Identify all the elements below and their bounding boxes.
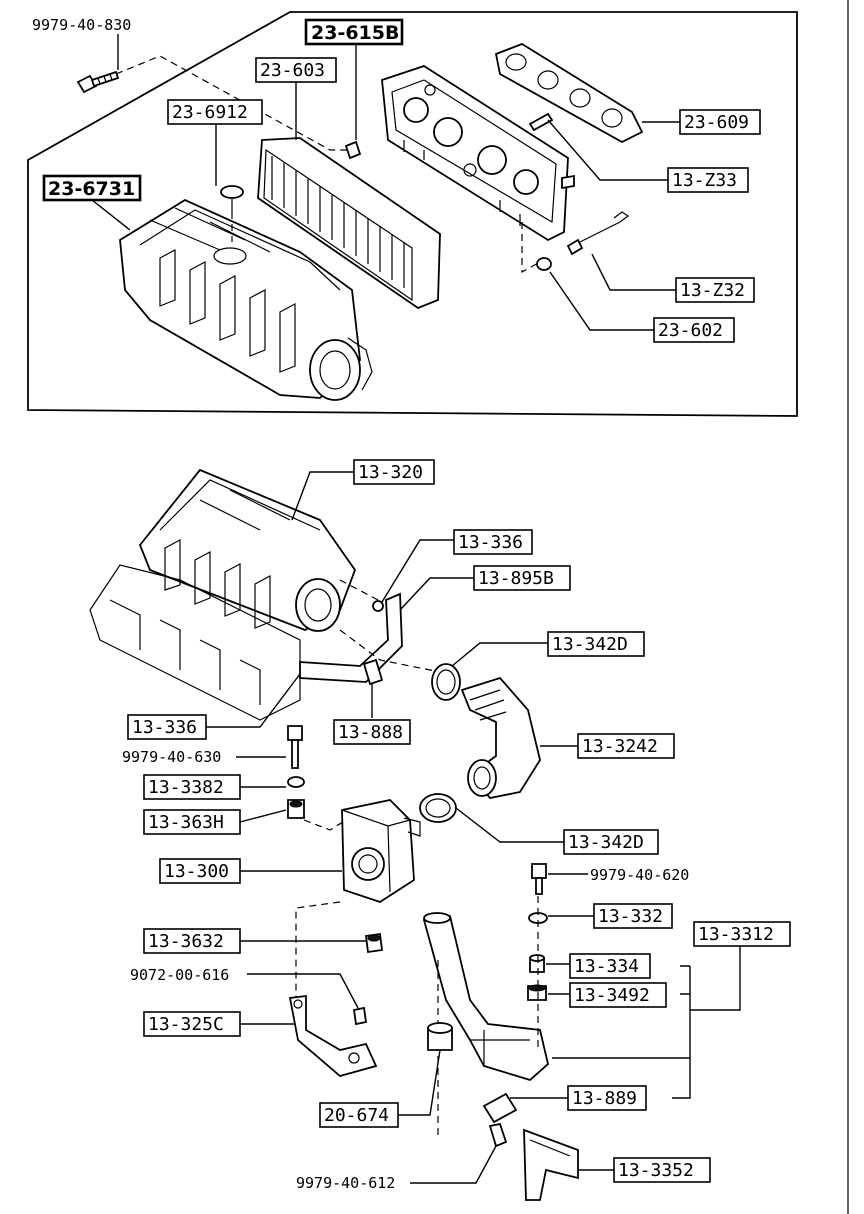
label-23-6731: 23-6731: [48, 178, 135, 200]
label-13-334: 13-334: [574, 956, 639, 977]
label-13-325C: 13-325C: [148, 1014, 224, 1035]
label-23-615B: 23-615B: [311, 22, 399, 44]
air-cleaner-assembly-shape: [138, 468, 357, 632]
label-box-13-3492: [569, 982, 667, 1008]
label-box-13-325C: [143, 1011, 241, 1037]
washer-13-3382-shape: [287, 776, 305, 788]
label-9979-40-612: 9979-40-612: [296, 1174, 395, 1192]
label-23-609: 23-609: [684, 112, 749, 133]
label-box-23-6912: [167, 99, 263, 125]
label-box-13-3382: [143, 774, 241, 800]
air-filter-element-shape: [257, 137, 441, 310]
label-box-23-615B: [304, 18, 404, 46]
label-9072-00-616: 9072-00-616: [130, 966, 229, 984]
grommet-13-3492-shape: [527, 984, 547, 1001]
label-13-Z33: 13-Z33: [672, 170, 737, 191]
label-13-3632: 13-3632: [148, 931, 224, 952]
label-box-13-Z32: [675, 277, 755, 303]
label-13-895B: 13-895B: [478, 568, 554, 589]
label-box-23-6731: [42, 174, 142, 202]
grommet-23-6912-shape: [220, 185, 244, 212]
label-13-342D-bottom: 13-342D: [568, 832, 644, 853]
label-box-13-336-top: [453, 529, 533, 555]
label-box-23-609: [679, 109, 761, 135]
label-13-336-top: 13-336: [458, 532, 523, 553]
screw-13-Z33-shape: [528, 112, 554, 132]
hose-clamp-top-shape: [431, 663, 461, 701]
label-box-13-3352: [613, 1157, 711, 1183]
bolt-9979-40-612-shape: [488, 1122, 508, 1148]
label-box-13-3242: [577, 733, 675, 759]
label-box-13-363H: [143, 809, 241, 835]
label-13-3312: 13-3312: [698, 924, 774, 945]
label-box-13-3632: [143, 928, 241, 954]
washer-23-602-shape: [536, 257, 552, 271]
label-13-Z32: 13-Z32: [680, 280, 745, 301]
label-box-13-300: [159, 858, 241, 884]
label-13-342D-top: 13-342D: [552, 634, 628, 655]
label-23-602: 23-602: [658, 320, 723, 341]
spacer-13-334-shape: [529, 954, 545, 973]
label-13-332: 13-332: [598, 906, 663, 927]
guard-plate-13-3352-shape: [523, 1128, 579, 1201]
label-box-13-342D-top: [547, 631, 645, 657]
label-23-603: 23-603: [260, 60, 325, 81]
air-cleaner-cover-shape: [119, 198, 373, 401]
bolt-9072-00-616-shape: [352, 1006, 368, 1026]
pipe-13-888-shape: [362, 658, 384, 686]
label-box-13-342D-bottom: [563, 829, 659, 855]
label-box-13-336-bottom: [127, 714, 207, 740]
label-13-336-bottom: 13-336: [132, 717, 197, 738]
engine-head-cover-shape: [89, 564, 301, 721]
label-box-13-3312: [693, 921, 791, 947]
clip-13-889-shape: [482, 1092, 518, 1124]
label-13-320: 13-320: [358, 462, 423, 483]
label-13-889: 13-889: [572, 1088, 637, 1109]
hose-clamp-bottom-shape: [419, 793, 457, 823]
bracket-13-325C-shape: [288, 994, 378, 1077]
label-13-3492: 13-3492: [574, 985, 650, 1006]
bolt-9979-40-630-shape: [287, 725, 303, 769]
grommet-13-3632-shape: [364, 932, 384, 954]
label-box-20-674: [319, 1102, 399, 1128]
label-13-3242: 13-3242: [582, 736, 658, 757]
gasket-23-609-shape: [494, 42, 644, 144]
label-13-300: 13-300: [164, 861, 229, 882]
grommet-13-363H-shape: [287, 799, 305, 819]
rubber-mount-20-674-shape: [427, 1022, 453, 1051]
label-box-13-888: [333, 719, 411, 745]
clamp-13-336-top-shape: [372, 600, 384, 612]
resonator-box-shape: [341, 799, 421, 903]
label-20-674: 20-674: [324, 1105, 389, 1126]
clip-23-615B-shape: [344, 140, 362, 160]
air-cleaner-case-shape: [381, 65, 575, 242]
label-box-13-332: [593, 903, 673, 929]
screw-13-Z32-shape: [566, 211, 630, 256]
label-9979-40-620: 9979-40-620: [590, 866, 689, 884]
label-box-13-320: [353, 459, 435, 485]
intake-snorkel-shape: [422, 912, 549, 1082]
label-23-6912: 23-6912: [172, 102, 248, 123]
label-box-23-603: [255, 57, 337, 83]
label-9979-40-830: 9979-40-830: [32, 16, 131, 34]
label-9979-40-630: 9979-40-630: [122, 748, 221, 766]
label-13-3352: 13-3352: [618, 1160, 694, 1181]
label-13-888: 13-888: [338, 722, 403, 743]
label-box-13-Z33: [667, 167, 749, 193]
label-13-363H: 13-363H: [148, 812, 224, 833]
label-box-23-602: [653, 317, 735, 343]
bolt-9979-40-620-shape: [531, 863, 547, 895]
label-13-3382: 13-3382: [148, 777, 224, 798]
label-box-13-889: [567, 1085, 647, 1111]
intake-duct-13-3242-shape: [460, 676, 541, 799]
inset-frame: [27, 11, 798, 417]
label-box-13-895B: [473, 565, 571, 591]
bolt-9979-40-830-shape: [76, 70, 120, 94]
label-box-13-334: [569, 953, 651, 979]
